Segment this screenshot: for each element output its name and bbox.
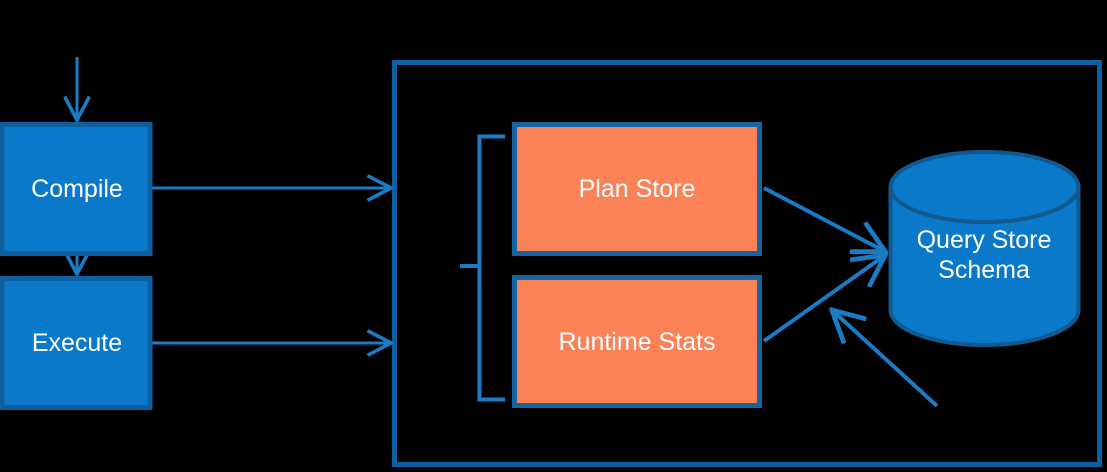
- execute-box[interactable]: [0, 276, 153, 410]
- query-store-schema-cylinder[interactable]: [888, 150, 1081, 347]
- runtime-stats-to-schema-arrow: [762, 256, 884, 343]
- plan-store-to-schema-arrow: [763, 186, 884, 251]
- compile-box[interactable]: [0, 122, 153, 256]
- store-group-bracket: [460, 134, 505, 402]
- external-to-schema-arrow: [833, 311, 939, 408]
- runtime-stats-box[interactable]: [512, 275, 762, 408]
- plan-store-box[interactable]: [512, 122, 762, 256]
- query-store-boundary: [392, 60, 1102, 467]
